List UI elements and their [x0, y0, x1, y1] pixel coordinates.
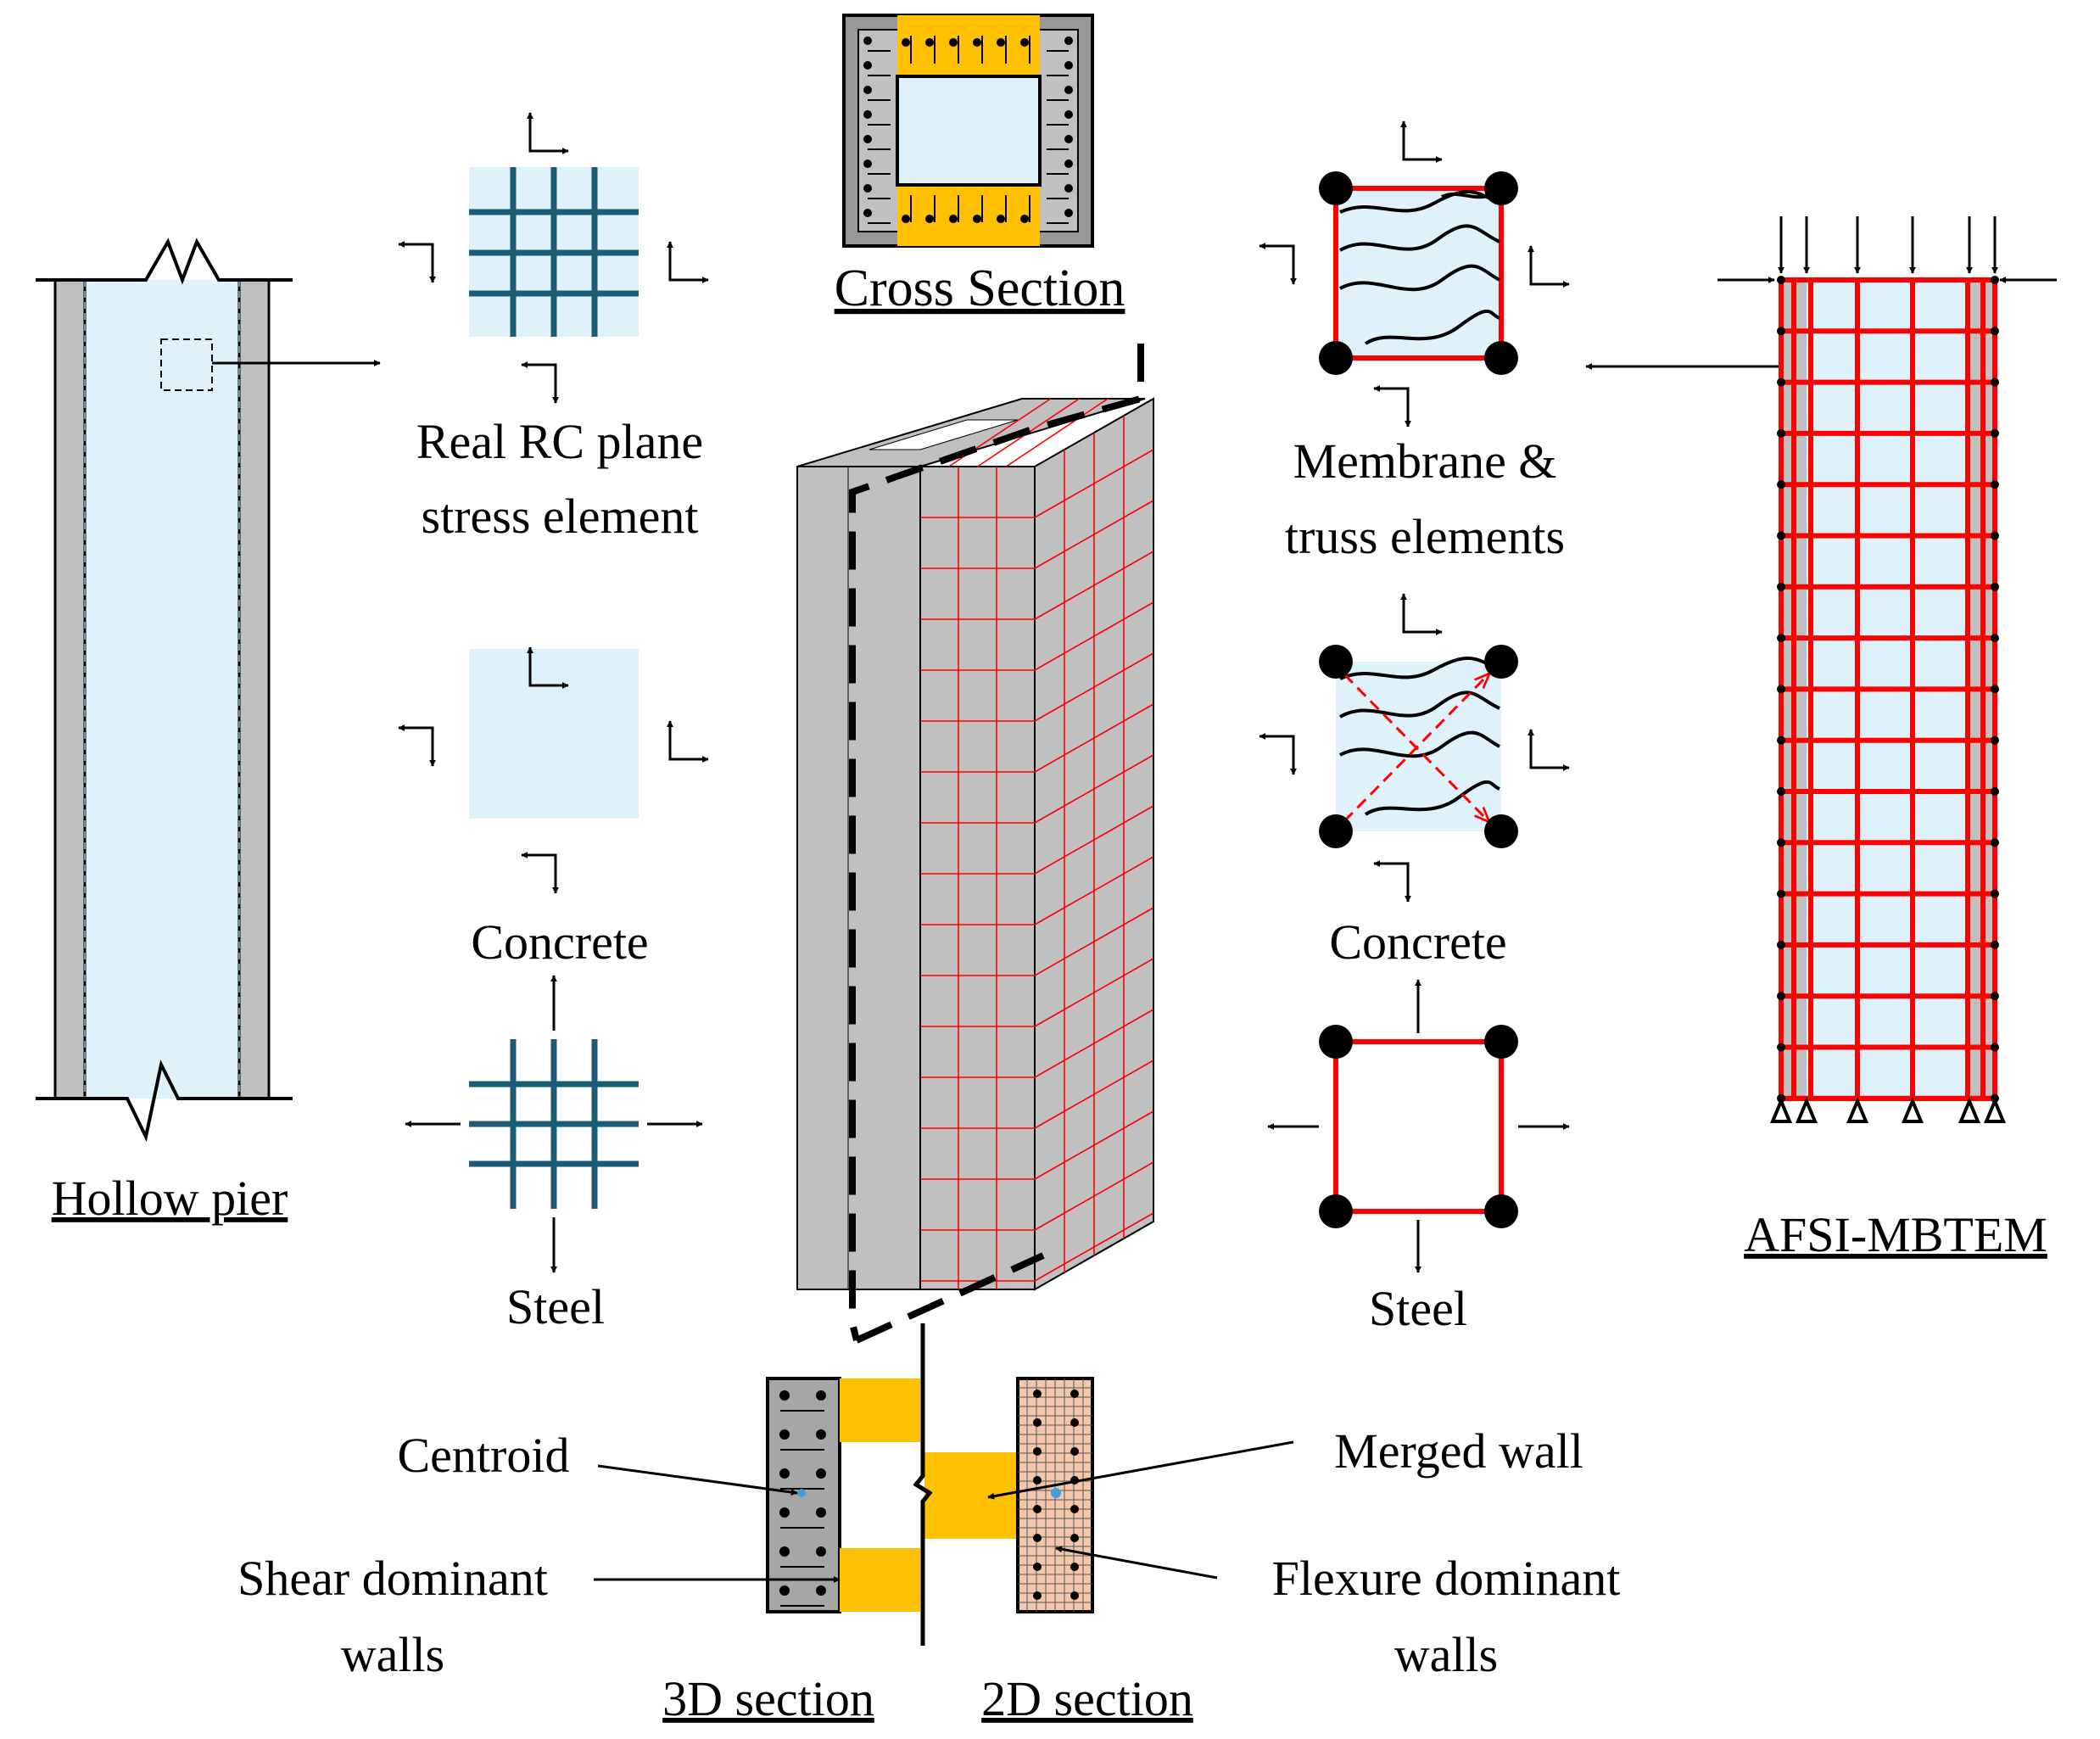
- steel-left-label: Steel: [506, 1279, 605, 1334]
- bottom-sections: Centroid Shear dominant walls 3D section…: [237, 1323, 1620, 1726]
- concrete-right-label: Concrete: [1329, 914, 1506, 970]
- rc-element-marker: [160, 338, 213, 391]
- shear-label-line1: Shear dominant: [237, 1551, 548, 1606]
- section-2d-label: 2D section: [981, 1671, 1193, 1726]
- flexure-label-line1: Flexure dominant: [1272, 1551, 1621, 1606]
- pier-3d-block: [796, 344, 1154, 1344]
- hollow-pier-label: Hollow pier: [52, 1171, 288, 1226]
- real-rc-label-line2: stress element: [422, 489, 699, 544]
- merged-wall-label: Merged wall: [1334, 1423, 1583, 1479]
- steel-right-label: Steel: [1369, 1281, 1467, 1336]
- steel-element-right: Steel: [1267, 979, 1570, 1336]
- afsi-mbtem-model: AFSI-MBTEM: [1717, 216, 2057, 1262]
- shear-label-line2: walls: [341, 1627, 444, 1682]
- membrane-label-line1: Membrane &: [1293, 433, 1557, 489]
- membrane-label-line2: truss elements: [1285, 509, 1565, 564]
- membrane-truss-element: Membrane & truss elements: [1285, 171, 1824, 564]
- hollow-pier: Hollow pier: [34, 221, 381, 1226]
- cross-section-label: Cross Section: [835, 260, 1125, 317]
- concrete-element-right: Concrete: [1319, 645, 1518, 970]
- centroid-label: Centroid: [398, 1428, 570, 1483]
- real-rc-label-line1: Real RC plane: [416, 414, 703, 469]
- flexure-label-line2: walls: [1394, 1627, 1498, 1682]
- concrete-element-left: Concrete: [469, 649, 649, 970]
- afsi-label: AFSI-MBTEM: [1744, 1207, 2047, 1262]
- concrete-left-label: Concrete: [471, 914, 648, 970]
- cross-section: Cross Section: [835, 14, 1125, 317]
- stress-arrows: [398, 112, 1570, 903]
- real-rc-element: Real RC plane stress element: [416, 167, 703, 544]
- section-3d-label: 3D section: [662, 1671, 874, 1726]
- steel-element-left: Steel: [405, 975, 703, 1334]
